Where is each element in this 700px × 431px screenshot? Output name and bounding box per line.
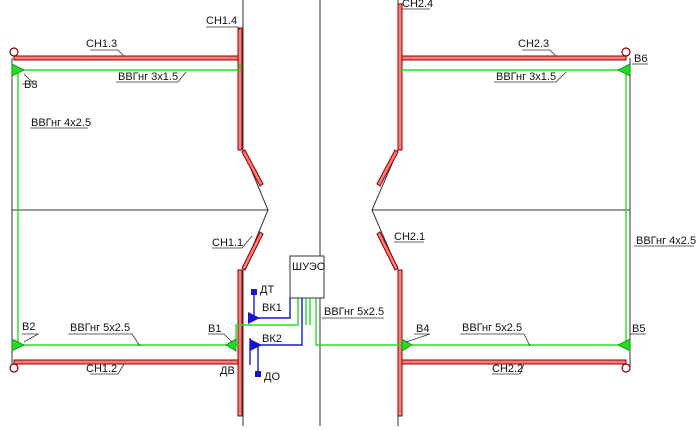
end-seals [9,47,631,373]
heater-ch21-diag [376,231,399,271]
junction-b6-icon [617,63,631,77]
labels: СН1.3 СН1.2 СН2.3 СН2.2 СН1.4 СН2.4 СН1.… [22,0,696,383]
label-ch11: СН1.1 [212,237,243,249]
heater-ch24-upper [397,3,403,151]
heater-ch12 [13,359,241,365]
leader-cable-lb [68,333,141,347]
leader-ch14 [206,26,241,31]
junction-b5-icon [617,338,631,352]
switch-bk1-icon [248,312,260,324]
label-cable-left-top: ВВГнг 3х1.5 [118,71,178,83]
cable-panel-right [315,298,400,346]
junction-b3-icon [11,63,25,77]
label-b5: В5 [632,323,645,335]
seal-icon [9,47,19,57]
junction-boxes [11,63,631,352]
label-cable-left-bottom: ВВГнг 5х2.5 [70,322,130,334]
leader-ch22 [492,363,525,375]
label-ch21: СН2.1 [394,231,425,243]
leader-ch12 [90,363,125,375]
wire-bk2 [258,298,303,346]
label-b6: В6 [634,53,647,65]
heater-ch23 [399,55,627,61]
label-bk2: ВК2 [262,333,282,345]
heater-ch13 [13,55,241,61]
heater-ch14-upper [237,27,243,151]
leader-b1 [208,333,233,343]
sensors [248,289,262,377]
leader-ch23 [522,49,557,57]
junction-b2-icon [11,338,25,352]
sensor-dt-icon [251,289,257,295]
leader-ch11 [212,235,253,249]
label-cable-left-vertical: ВВГнг 4х2.5 [31,117,91,129]
sensor-do-icon [255,371,261,377]
seal-icon [9,363,19,373]
label-ch22: СН2.2 [492,363,523,375]
cable-panel-out [305,298,311,325]
label-b4: В4 [416,323,429,335]
label-panel: ШУЭО [292,261,326,273]
heater-ch24-diag [376,149,399,187]
heater-ch14-lower [237,269,243,417]
heater-ch11-diag [241,231,264,271]
heaters [13,3,627,417]
central-passage-left [242,0,269,426]
leader-ch13 [90,49,125,57]
heater-ch24-lower [397,269,403,417]
wire-bk1 [254,298,291,319]
leader-b3 [22,73,35,85]
label-dv: ДВ [220,365,235,377]
leader-cable-rt [494,71,567,83]
label-cable-right-vertical: ВВГнг 4х2.5 [636,235,696,247]
label-cable-right-bottom: ВВГнг 5х2.5 [462,322,522,334]
leader-cable-lt [116,71,187,83]
junction-b1-icon [225,338,237,352]
label-ch14: СН1.4 [206,15,237,27]
label-ch23: СН2.3 [518,38,549,50]
control-panel-box [289,255,325,299]
cable-panel-left [235,298,299,345]
leader-cable-rb [460,333,531,347]
leader-b4 [405,333,431,343]
label-bk1: ВК1 [262,302,282,314]
label-ch12: СН1.2 [86,363,117,375]
seal-icon [621,363,631,373]
label-b1: В1 [208,323,221,335]
heater-ch14-diag [241,149,264,187]
switch-bk2-icon [250,339,262,351]
label-cable-panel-out: ВВГнг 5х2.5 [324,306,384,318]
leader-lines [22,8,694,375]
cable-left-top [18,64,241,71]
central-passage-right [371,0,399,426]
label-ch24: СН2.4 [402,0,433,10]
leader-b2 [22,333,40,343]
seal-icon [621,47,631,57]
label-dt: ДТ [260,284,274,296]
supply-cables [17,64,627,346]
label-b2: В2 [22,321,35,333]
label-ch13: СН1.3 [86,38,117,50]
label-cable-right-top: ВВГнг 3х1.5 [496,71,556,83]
label-do: ДО [264,371,280,383]
label-b3: В3 [24,79,37,91]
